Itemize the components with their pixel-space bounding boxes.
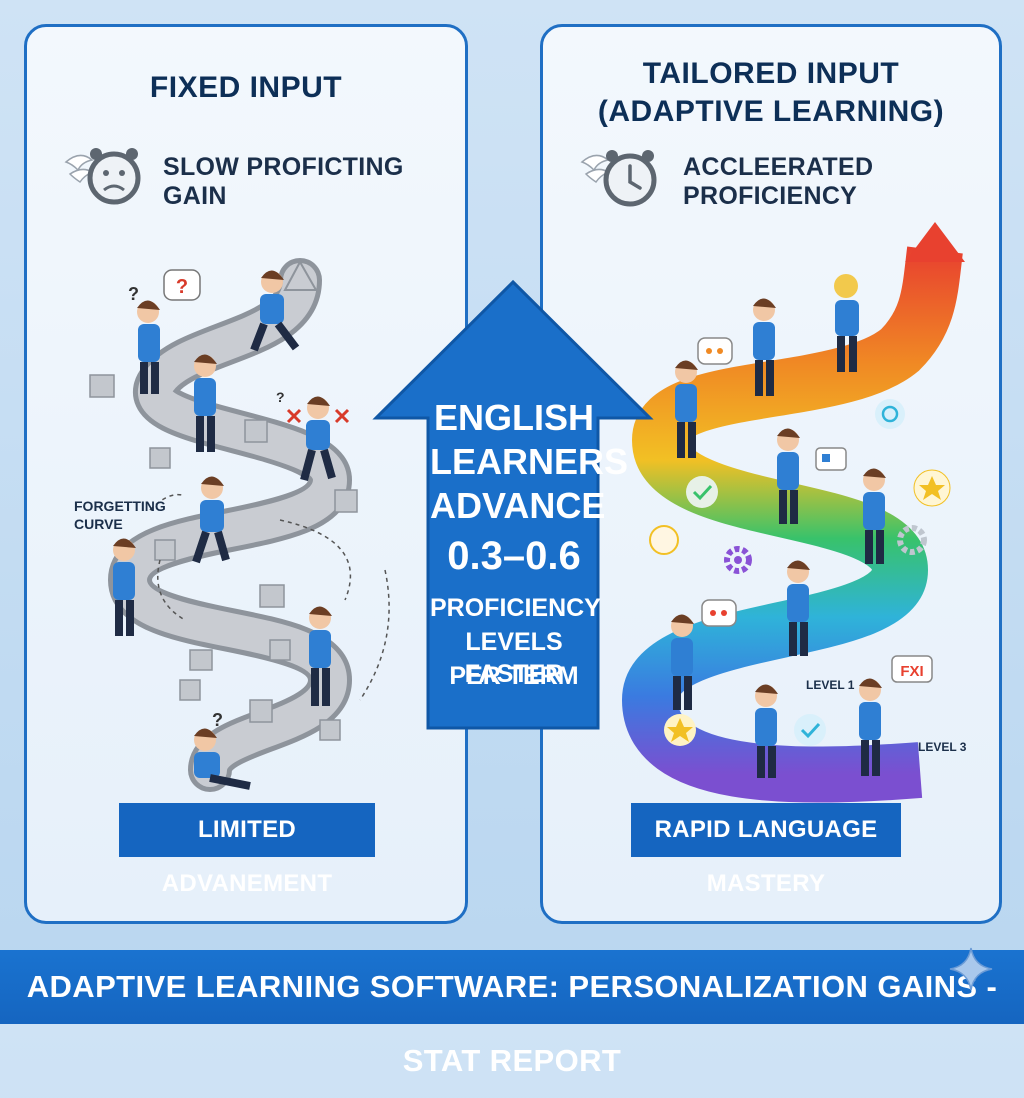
arrow-text-advance: ADVANCE xyxy=(430,485,606,526)
learner-figure xyxy=(300,396,336,482)
learner-figure xyxy=(194,728,251,790)
footer-title: ADAPTIVE LEARNING SOFTWARE: PERSONALIZAT… xyxy=(26,969,998,1078)
learner-figure xyxy=(194,354,217,452)
learner-figure xyxy=(137,300,160,394)
learner-figure xyxy=(787,560,810,656)
arrow-text-english: ENGLISH xyxy=(433,397,594,438)
question-mark: ? xyxy=(276,389,285,405)
arrow-text-stat: 0.3–0.6 xyxy=(447,534,581,578)
forgetting-curve-label: FORGETTING xyxy=(74,498,166,514)
learner-figure xyxy=(671,614,694,710)
sign-label: FXI xyxy=(900,663,923,680)
level-three-label: LEVEL 3 xyxy=(918,740,967,754)
sad-clock-icon xyxy=(64,148,141,205)
center-up-arrow xyxy=(372,279,654,730)
arrow-text-levels-faster: LEVELS FASTER xyxy=(464,628,564,688)
star-icon xyxy=(913,469,951,507)
question-bubble: ? xyxy=(163,269,201,301)
learner-figures-right xyxy=(671,274,886,778)
clock-icon xyxy=(580,150,657,207)
learner-figures-left: ? ? ? ? xyxy=(113,269,350,790)
learner-figure xyxy=(113,538,136,636)
gear-icon xyxy=(897,525,927,555)
learner-figure xyxy=(675,360,698,458)
arrow-text-learners: LEARNERS xyxy=(430,441,629,482)
slow-gain-subtitle: SLOW PROFICTING GAIN xyxy=(163,153,404,210)
sign-icon: FXI xyxy=(891,655,933,683)
cross-icon xyxy=(286,408,350,424)
arrow-text-proficiency: PROFICIENCY xyxy=(430,594,601,622)
rapid-mastery-badge: RAPID LANGUAGE MASTERY xyxy=(631,803,901,897)
adaptive-learning-title: (ADAPTIVE LEARNING) xyxy=(597,95,945,128)
tailored-input-title: TAILORED INPUT xyxy=(642,57,900,90)
question-mark: ? xyxy=(176,276,188,298)
chat-icon xyxy=(701,599,737,627)
footer-bar xyxy=(0,950,1024,1024)
question-mark: ? xyxy=(212,710,223,730)
learner-figure xyxy=(192,476,230,564)
limited-advancement-badge: LIMITED ADVANEMENT xyxy=(119,803,375,897)
accelerated-proficiency-subtitle: ACCLEERATED PROFICIENCY xyxy=(683,153,874,210)
level-one-label: LEVEL 1 xyxy=(806,678,855,692)
forgetting-curve-label-line2: CURVE xyxy=(74,516,123,532)
learner-figure xyxy=(777,428,800,524)
gear-icon xyxy=(724,546,752,574)
check-icon xyxy=(686,476,718,508)
learner-figure xyxy=(834,274,859,372)
fixed-input-panel: FIXED INPUT SLOW PROFICTING GAIN LIMITED… xyxy=(24,24,468,924)
learner-figure xyxy=(753,298,776,396)
learner-figure xyxy=(250,270,300,352)
target-icon xyxy=(875,399,905,429)
check-icon xyxy=(794,714,826,746)
lightbulb-icon xyxy=(649,525,679,555)
sparkle-icon xyxy=(949,947,993,991)
question-mark: ? xyxy=(128,284,139,304)
star-icon xyxy=(664,714,696,746)
fixed-input-title: FIXED INPUT xyxy=(149,71,343,104)
learner-figure xyxy=(309,606,332,706)
arrow-text-per-term: PER TERM xyxy=(449,662,579,690)
chat-icon xyxy=(697,337,733,365)
learner-figure xyxy=(859,678,882,776)
learner-figure xyxy=(863,468,886,564)
learner-figure xyxy=(755,684,778,778)
flashcard-icon xyxy=(815,447,847,471)
